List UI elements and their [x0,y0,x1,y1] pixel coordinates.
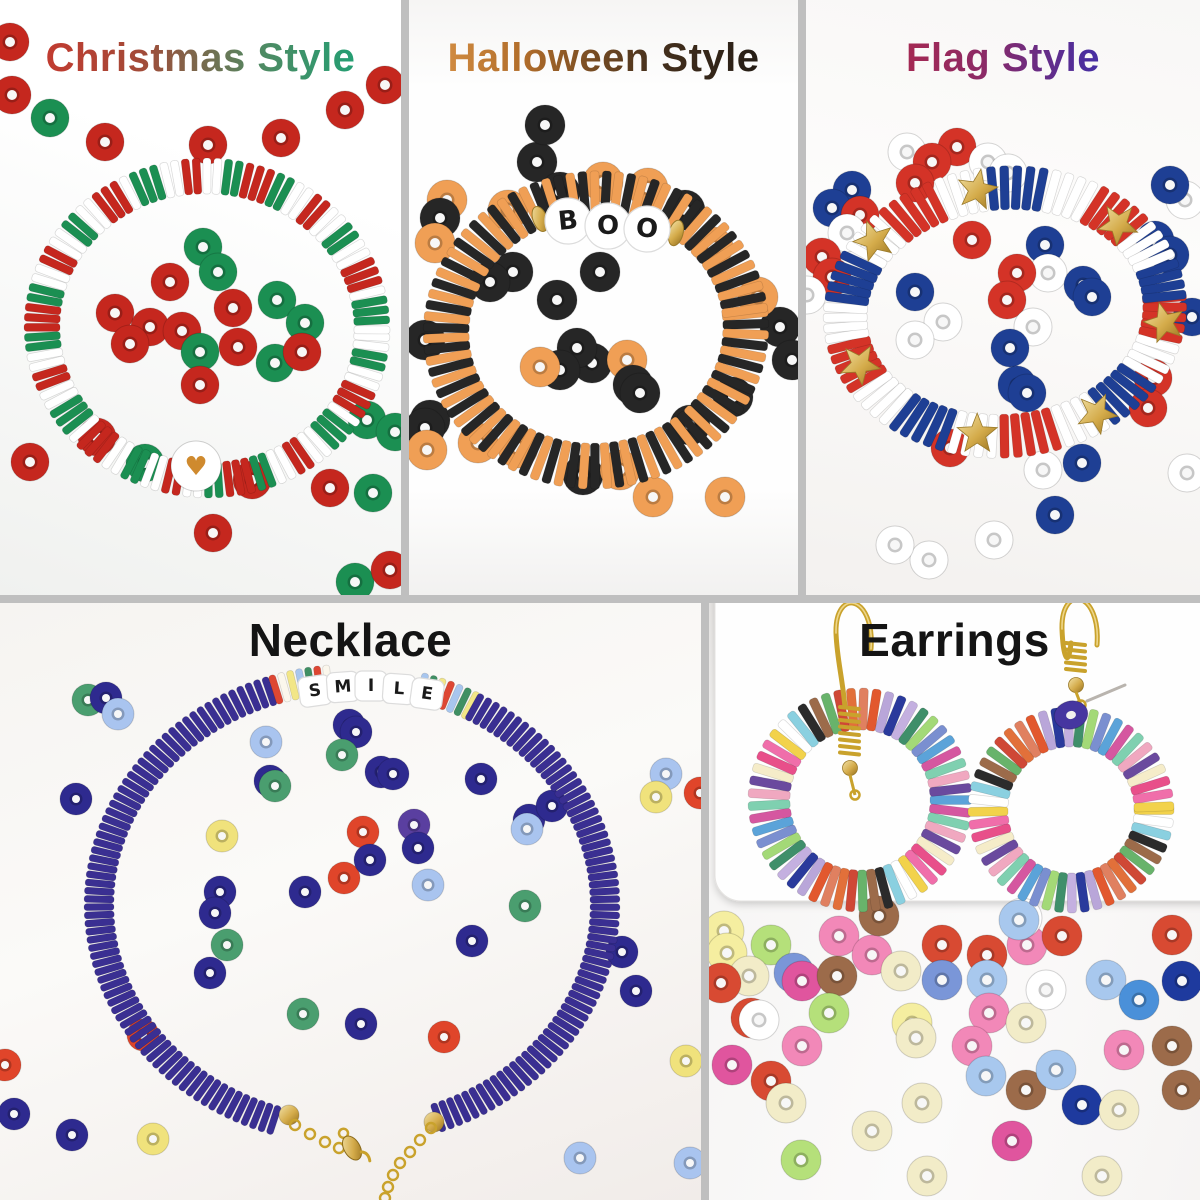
panel-flag: Flag Style [806,0,1200,595]
svg-text:O: O [634,213,659,245]
letter-bead: L [381,672,417,706]
letter-bead: E [409,677,445,711]
svg-text:B: B [557,205,580,237]
svg-text:E: E [420,683,434,704]
svg-text:S: S [308,680,323,702]
svg-text:M: M [334,676,352,697]
letter-bead: M [325,670,361,704]
letter-bead: S [297,674,333,708]
svg-text:L: L [393,679,405,700]
earrings-photo [709,603,1200,1197]
svg-text:O: O [597,211,619,241]
letter-bead: O [623,205,671,253]
letter-bead: O [584,202,632,250]
svg-text:♥: ♥ [184,452,207,482]
christmas-photo: ♥ [0,22,401,595]
svg-text:I: I [368,676,374,696]
panel-christmas: ♥Christmas Style [0,0,401,595]
panel-earrings: Earrings [709,603,1200,1200]
flag-photo [806,127,1200,580]
